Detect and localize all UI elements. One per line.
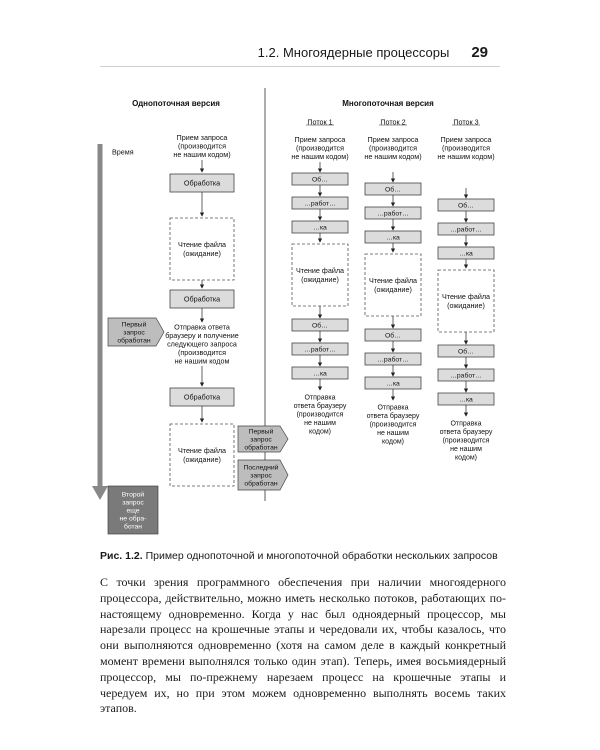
last-done-tag-shape: [237, 459, 289, 491]
thread1-step3-label: …ка: [313, 224, 327, 231]
thread3-step3b-label: …ка: [459, 396, 473, 403]
thread-header-2: Поток 2: [380, 118, 405, 127]
caption-text: Пример однопоточной и многопоточной обра…: [145, 550, 498, 562]
single-read-1-label: Чтение файла(ожидание): [178, 240, 226, 258]
single-processing-1-label: Обработка: [184, 179, 220, 188]
thread1-step1b-label: Об…: [312, 321, 328, 329]
multi-title: Многопоточная версия: [342, 99, 434, 108]
figure-caption: Рис. 1.2. Пример однопоточной и многопот…: [100, 550, 520, 562]
single-read-2-label: Чтение файла(ожидание): [178, 446, 226, 464]
second-pending-box: [107, 485, 159, 535]
thread1-step2b-label: …работ…: [304, 345, 336, 353]
thread1-step2-label: …работ…: [304, 199, 336, 207]
caption-label: Рис. 1.2.: [100, 550, 143, 562]
thread3-step2-label: …работ…: [450, 225, 482, 233]
timeline-arrowhead: [92, 486, 108, 500]
thread3-step1-label: Об…: [458, 201, 474, 209]
thread2-step3-label: …ка: [386, 234, 400, 241]
thread2-step2-label: …работ…: [377, 209, 409, 217]
thread2-step1b-label: Об…: [385, 331, 401, 339]
section-title: 1.2. Многоядерные процессоры: [257, 45, 450, 60]
thread2-read-box: [364, 253, 422, 317]
thread2-read-label: Чтение файла(ожидание): [369, 276, 417, 294]
header-rule: [100, 66, 500, 67]
thread1-read-box: [291, 243, 349, 307]
thread3-read-box: [437, 269, 495, 333]
thread3-step1b-label: Об…: [458, 347, 474, 355]
time-label: Время: [112, 148, 134, 157]
thread2-step2b-label: …работ…: [377, 355, 409, 363]
thread1-read-label: Чтение файла(ожидание): [296, 266, 344, 284]
single-title: Однопоточная версия: [132, 99, 220, 108]
thread-header-3: Поток 3: [453, 118, 478, 127]
thread2-step3b-label: …ка: [386, 380, 400, 387]
thread2-step1-label: Об…: [385, 185, 401, 193]
thread3-read-label: Чтение файла(ожидание): [442, 292, 490, 310]
thread1-step1-label: Об…: [312, 175, 328, 183]
single-processing-2-label: Обработка: [184, 295, 220, 304]
page-header: 1.2. Многоядерные процессоры 29: [258, 44, 488, 61]
thread3-step3-label: …ка: [459, 250, 473, 257]
thread3-step2b-label: …работ…: [450, 371, 482, 379]
thread-header-1: Поток 1: [307, 118, 332, 127]
first-done-tag-multi-shape: [237, 425, 289, 453]
page-number: 29: [471, 44, 488, 61]
thread1-step3b-label: …ка: [313, 370, 327, 377]
body-paragraph: С точки зрения программного обеспечения …: [100, 575, 506, 716]
first-done-tag-single-shape: [107, 317, 165, 347]
single-processing-3-label: Обработка: [184, 393, 220, 402]
single-read-2-box: [169, 423, 235, 487]
